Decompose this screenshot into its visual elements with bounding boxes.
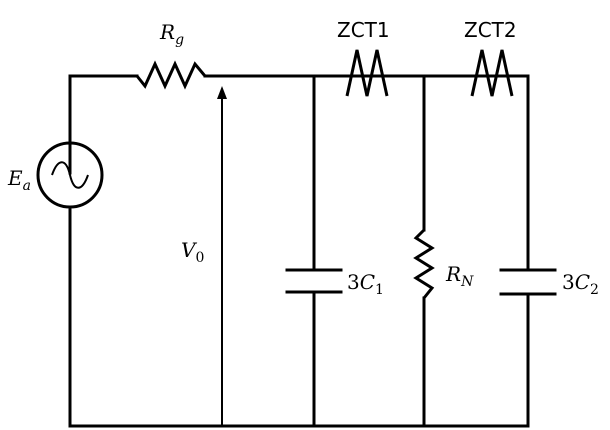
rn-label-main: R (446, 262, 462, 286)
c1-label-main: C (359, 270, 376, 294)
rn-label-sub: N (461, 274, 474, 290)
c1-label: 3C1 (347, 270, 384, 297)
c2-label-coef: 3 (562, 270, 575, 294)
ea-label-sub: a (22, 178, 31, 194)
rg-resistor (135, 60, 207, 90)
ea-label-main: E (8, 166, 23, 190)
rg-label-main: R (160, 20, 176, 44)
ea-label: Ea (8, 166, 31, 193)
ea-sine-wave (51, 161, 89, 189)
ea-source-circle (36, 141, 104, 209)
c2-label-main: C (574, 270, 591, 294)
v0-arrow-head (217, 86, 227, 99)
c1-label-sub: 1 (375, 282, 384, 298)
v0-label-main: V (181, 238, 196, 262)
rn-label: RN (446, 262, 473, 289)
zct2-label: ZCT2 (464, 18, 517, 42)
c2-label: 3C2 (562, 270, 599, 297)
bottom-wire (68, 292, 530, 428)
c1-label-coef: 3 (347, 270, 360, 294)
top-wire-right (203, 74, 530, 272)
rg-label-sub: g (175, 32, 185, 48)
rg-label: Rg (160, 20, 184, 47)
v0-label-sub: 0 (195, 250, 205, 266)
zct1-label: ZCT1 (337, 18, 390, 42)
zct2-coil (470, 49, 514, 97)
c2-label-sub: 2 (590, 282, 599, 298)
v0-label: V0 (181, 238, 204, 265)
top-wire-left (68, 74, 139, 175)
zct1-coil (345, 49, 389, 97)
rn-resistor (413, 228, 435, 299)
